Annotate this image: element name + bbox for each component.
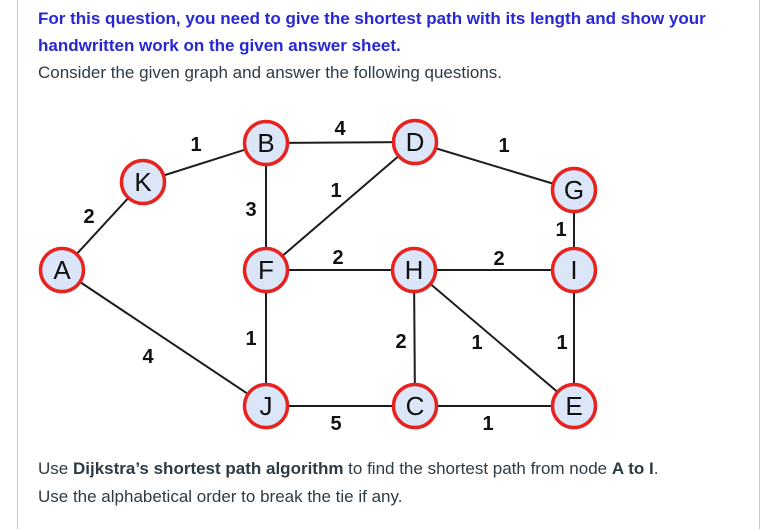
edge-weight-B-F: 3	[245, 199, 256, 221]
node-label-F: F	[258, 255, 274, 285]
footer-line-1: Use Dijkstra’s shortest path algorithm t…	[38, 455, 738, 483]
edge-weight-F-J: 1	[245, 328, 256, 350]
edge-weight-F-H: 2	[332, 247, 343, 269]
node-label-J: J	[260, 391, 273, 421]
footer-seg-2: to find the shortest path from node	[343, 459, 612, 478]
graph-node-G	[550, 166, 598, 214]
edge-B-D	[265, 141, 416, 144]
edge-weight-F-D: 1	[330, 180, 341, 202]
node-label-K: K	[134, 167, 152, 197]
node-label-E: E	[565, 391, 582, 421]
question-instructions: For this question, you need to give the …	[38, 5, 738, 86]
edge-weight-K-B: 1	[190, 134, 201, 156]
card-left-border	[17, 0, 18, 529]
graph-node-I	[550, 246, 598, 294]
edge-H-E	[413, 269, 575, 407]
footer-seg-3: A to I	[611, 459, 654, 478]
node-label-I: I	[570, 255, 577, 285]
edge-weight-J-C: 5	[330, 413, 341, 435]
edge-weight-G-I: 1	[555, 219, 566, 241]
node-label-A: A	[53, 255, 71, 285]
edge-weight-H-E: 1	[471, 332, 482, 354]
graph-node-H	[390, 246, 438, 294]
graph-node-A	[38, 246, 86, 294]
instruction-line-1: For this question, you need to give the …	[38, 9, 706, 28]
edge-weight-A-K: 2	[83, 206, 94, 228]
node-label-B: B	[257, 128, 274, 158]
graph-node-C	[391, 382, 439, 430]
graph-node-E	[550, 382, 598, 430]
edge-weight-H-C: 2	[395, 331, 406, 353]
edge-weight-C-E: 1	[482, 413, 493, 435]
intro-line: Consider the given graph and answer the …	[38, 63, 503, 82]
graph-node-B	[242, 119, 290, 167]
card-right-border	[759, 0, 760, 529]
footer-line-2: Use the alphabetical order to break the …	[38, 487, 403, 506]
edge-weight-H-I: 2	[493, 248, 504, 270]
graph-node-F	[242, 246, 290, 294]
footer-seg-1: Dijkstra’s shortest path algorithm	[72, 459, 344, 478]
node-label-C: C	[406, 391, 425, 421]
edge-F-D	[265, 141, 416, 271]
edge-weight-B-D: 4	[334, 118, 346, 140]
edge-weight-A-J: 4	[142, 346, 154, 368]
question-footer: Use Dijkstra’s shortest path algorithm t…	[38, 455, 738, 511]
graph-node-D	[391, 118, 439, 166]
graph-node-K	[119, 158, 167, 206]
edge-weight-I-E: 1	[556, 332, 567, 354]
node-label-D: D	[406, 127, 425, 157]
footer-seg-4: .	[653, 459, 659, 478]
edge-weight-D-G: 1	[498, 135, 509, 157]
edge-A-J	[61, 269, 267, 407]
graph-node-J	[242, 382, 290, 430]
node-label-H: H	[405, 255, 424, 285]
edge-D-G	[414, 141, 575, 191]
footer-seg-0: Use	[38, 459, 73, 478]
instruction-line-2: handwritten work on the given answer she…	[38, 36, 401, 55]
node-label-G: G	[564, 175, 584, 205]
